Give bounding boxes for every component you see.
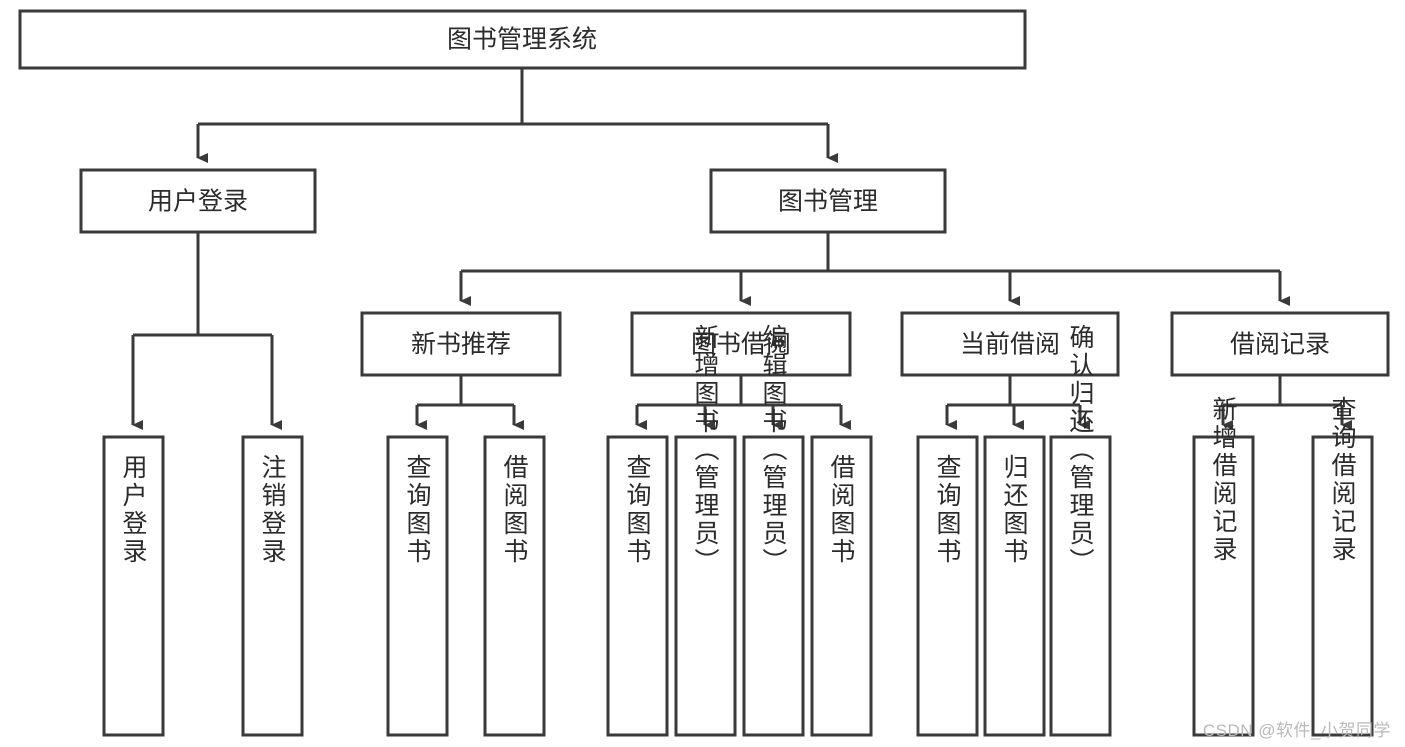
leaf-book-borrow-1[interactable]: 查询图书: [606, 435, 669, 737]
connector-new-book-recommend-to-leaves: [415, 375, 524, 430]
leaf-book-borrow-4[interactable]: 借阅图书: [810, 435, 873, 737]
leaf-label: 新增借阅记录: [1209, 396, 1238, 564]
leaf-current-borrow-3[interactable]: 确认归还（管理员）: [1049, 324, 1112, 737]
leaf-current-borrow-2[interactable]: 归还图书: [983, 435, 1046, 737]
leaf-box: [916, 435, 979, 737]
leaf-label: 查询图书: [403, 454, 432, 566]
connector-current-borrow-to-leaves: [945, 375, 1090, 430]
leaf-user-login-1[interactable]: 用户登录: [102, 435, 165, 737]
leaf-current-borrow-1[interactable]: 查询图书: [916, 435, 979, 737]
leaf-label: 查询借阅记录: [1328, 396, 1357, 564]
new-book-recommend-label: 新书推荐: [411, 331, 511, 359]
node-book-borrow[interactable]: 图书借阅: [630, 311, 852, 377]
leaf-user-login-2[interactable]: 注销登录: [241, 435, 304, 737]
node-root[interactable]: 图书管理系统: [18, 9, 1027, 70]
book-borrow-label: 图书借阅: [691, 331, 791, 359]
leaf-box: [386, 435, 449, 737]
leaf-box: [674, 435, 737, 737]
leaf-box: [102, 435, 165, 737]
leaf-book-borrow-3[interactable]: 编辑图书（管理员）: [742, 324, 805, 737]
leaf-label: 新增图书（管理员）: [691, 324, 720, 576]
leaf-box: [1311, 435, 1374, 737]
borrow-record-label: 借阅记录: [1230, 331, 1330, 359]
book-management-label: 图书管理: [778, 188, 878, 216]
leaf-label: 用户登录: [119, 454, 148, 566]
leaf-box: [483, 435, 546, 737]
leaf-label: 借阅图书: [827, 454, 856, 566]
borrow-record-box: [1170, 311, 1390, 377]
current-borrow-label: 当前借阅: [960, 331, 1060, 359]
leaf-label: 注销登录: [258, 454, 287, 566]
leaf-box: [742, 435, 805, 737]
leaf-box: [983, 435, 1046, 737]
connector-user-login-to-leaves: [131, 232, 282, 430]
connector-borrow-record-to-leaves: [1221, 375, 1352, 430]
connector-book-borrow-to-leaves: [635, 375, 851, 430]
connector-root-to-level2: [196, 68, 838, 163]
leaf-box: [241, 435, 304, 737]
leaf-label: 查询图书: [933, 454, 962, 566]
node-new-book-recommend[interactable]: 新书推荐: [360, 311, 562, 377]
leaf-box: [1049, 435, 1112, 737]
user-login-box: [79, 168, 317, 234]
leaf-box: [810, 435, 873, 737]
leaf-label: 编辑图书（管理员）: [759, 324, 788, 576]
leaf-label: 确认归还（管理员）: [1066, 324, 1095, 576]
node-borrow-record[interactable]: 借阅记录: [1170, 311, 1390, 377]
leaf-label: 查询图书: [623, 454, 652, 566]
leaf-box: [606, 435, 669, 737]
node-user-login[interactable]: 用户登录: [79, 168, 317, 234]
leaf-label: 借阅图书: [500, 454, 529, 566]
node-book-management[interactable]: 图书管理: [709, 168, 947, 234]
leaf-book-borrow-2[interactable]: 新增图书（管理员）: [674, 324, 737, 737]
leaf-box: [1192, 435, 1255, 737]
leaf-new-book-recommend-1[interactable]: 查询图书: [386, 435, 449, 737]
root-box: [18, 9, 1027, 70]
watermark-text: CSDN @软件_小贺同学: [1202, 721, 1391, 740]
user-login-label: 用户登录: [148, 188, 248, 216]
leaf-new-book-recommend-2[interactable]: 借阅图书: [483, 435, 546, 737]
root-label: 图书管理系统: [447, 26, 597, 54]
leaf-borrow-record-1[interactable]: 新增借阅记录: [1192, 396, 1255, 737]
leaf-borrow-record-2[interactable]: 查询借阅记录: [1311, 396, 1374, 737]
leaf-label: 归还图书: [1000, 454, 1029, 566]
connector-book-management-to-level3: [459, 232, 1290, 306]
new-book-recommend-box: [360, 311, 562, 377]
